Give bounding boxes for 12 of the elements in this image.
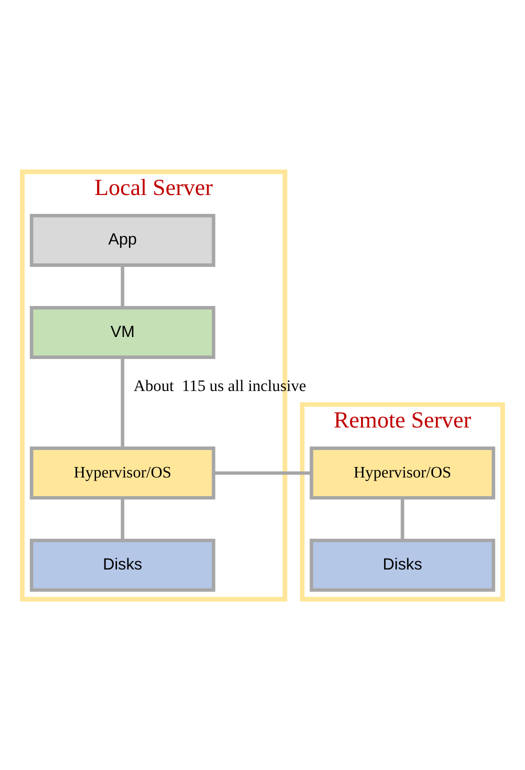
node-box: App [30,213,216,266]
node-box: Disks [310,538,496,592]
connector [214,470,312,474]
connector [400,498,404,540]
node-box: VM [30,306,216,358]
connector [120,498,124,540]
connector [120,265,124,308]
connector [120,356,124,448]
node-box: Hypervisor/OS [30,446,216,500]
node-box: Hypervisor/OS [310,446,496,500]
edge-label: About 115 us all inclusive [134,377,306,394]
node-box: Disks [30,538,216,592]
